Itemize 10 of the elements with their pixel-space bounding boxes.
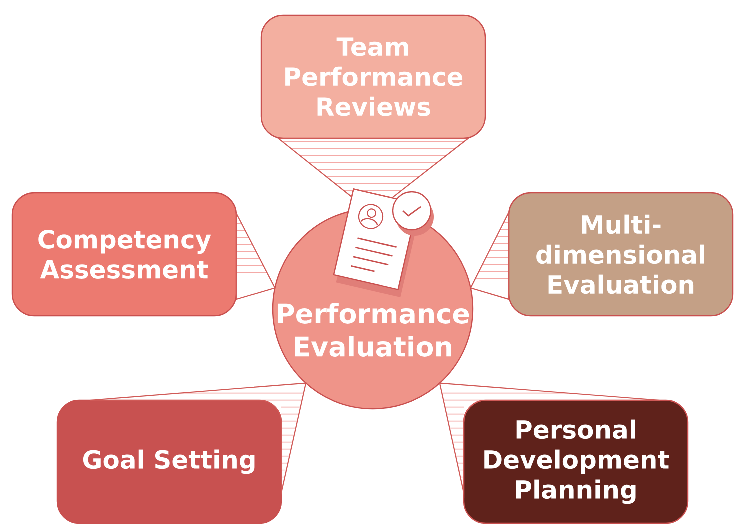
hatched-connector	[89, 382, 307, 494]
hatched-connector	[236, 211, 276, 300]
topic-box: Team Performance Reviews	[260, 14, 486, 140]
topic-box: Multi-dimensional Evaluation	[508, 192, 734, 317]
topic-box: Personal Development Planning	[463, 400, 689, 524]
hatched-connector	[470, 210, 510, 300]
hatched-connector	[276, 138, 470, 199]
topic-box: Goal Setting	[56, 400, 282, 524]
hatched-connector	[439, 382, 661, 494]
topic-box: Competency Assessment	[12, 192, 238, 317]
